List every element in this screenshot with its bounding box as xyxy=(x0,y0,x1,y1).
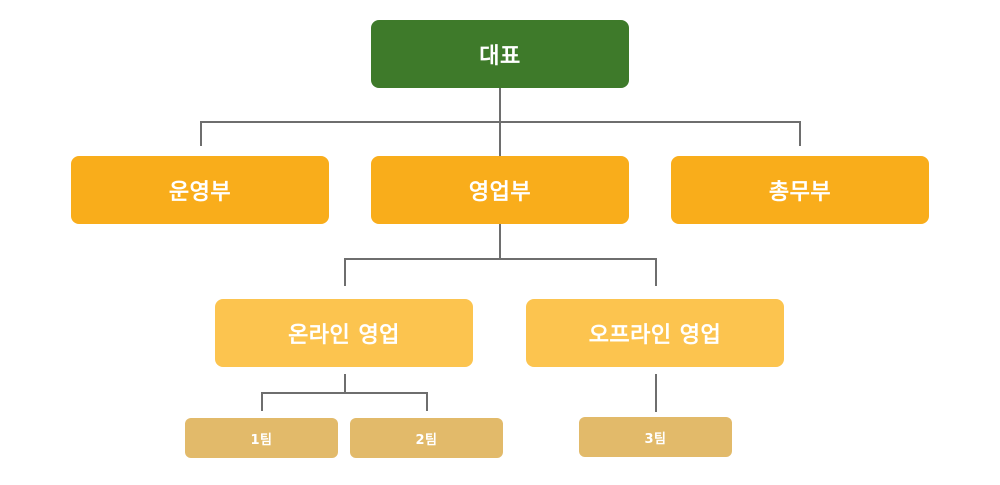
offline-sales-box: 오프라인 영업 xyxy=(526,299,784,367)
online-sales-box: 온라인 영업 xyxy=(215,299,473,367)
team-1-box: 1팀 xyxy=(185,418,338,458)
sales-dept-box: 영업부 xyxy=(371,156,629,224)
team-2-box: 2팀 xyxy=(350,418,503,458)
ceo-box: 대표 xyxy=(371,20,629,88)
general-affairs-dept-box: 총무부 xyxy=(671,156,929,224)
root-to-departments-connector xyxy=(200,88,801,156)
operations-dept-box: 운영부 xyxy=(71,156,329,224)
sales-to-units-connector xyxy=(344,224,657,286)
team-3-box: 3팀 xyxy=(579,417,732,457)
online-to-teams-connector xyxy=(261,374,428,411)
